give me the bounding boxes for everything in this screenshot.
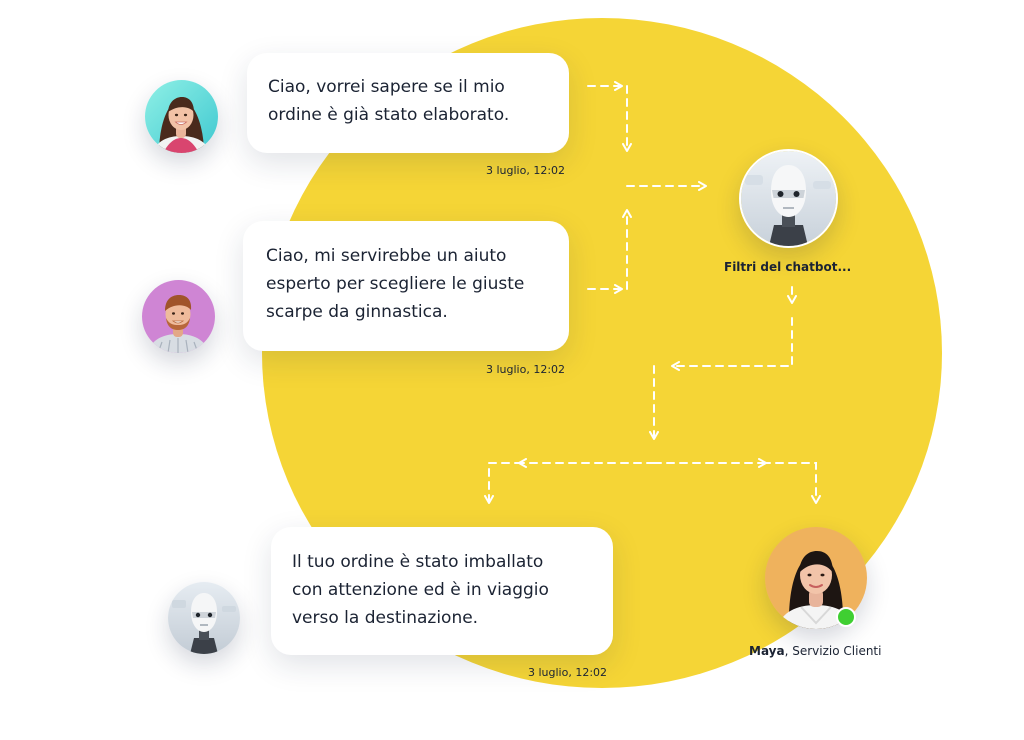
flow-bot-to-mid [671,317,793,371]
message-line: Ciao, mi servirebbe un aiuto [266,246,507,266]
customer-message-1: Ciao, vorrei sapere se il mio ordine è g… [247,53,569,153]
message-line: Il tuo ordine è stato imballato [292,552,544,572]
agent-separator: , [784,644,793,658]
message-line: verso la destinazione. [292,608,479,628]
robot-avatar-icon [168,582,240,654]
message-line: scarpe da ginnastica. [266,302,448,322]
message-timestamp: 3 luglio, 12:02 [528,666,608,679]
flow-left-branch [484,462,523,504]
message-line: Ciao, vorrei sapere se il mio [268,77,505,97]
message-timestamp: 3 luglio, 12:02 [486,363,566,376]
chatbot-avatar-icon [739,149,838,248]
woman-avatar-icon [145,80,218,153]
message-line: con attenzione ed è in viaggio [292,580,549,600]
message-timestamp: 3 luglio, 12:02 [486,164,566,177]
message-line: ordine è già stato elaborato. [268,105,510,125]
agent-role: Servizio Clienti [792,644,882,658]
message-line: esperto per scegliere le giuste [266,274,525,294]
flow-right-branch [762,462,821,504]
agent-name: Maya [749,644,785,658]
online-status-icon [836,607,856,627]
chatbot-filter-label: Filtri del chatbot... [724,260,852,274]
bot-reply-message: Il tuo ordine è stato imballato con atte… [271,527,613,655]
agent-label: Maya, Servizio Clienti [749,644,881,658]
man-avatar-icon [142,280,215,353]
agent-avatar-icon [765,527,867,629]
customer-message-2: Ciao, mi servirebbe un aiuto esperto per… [243,221,569,351]
